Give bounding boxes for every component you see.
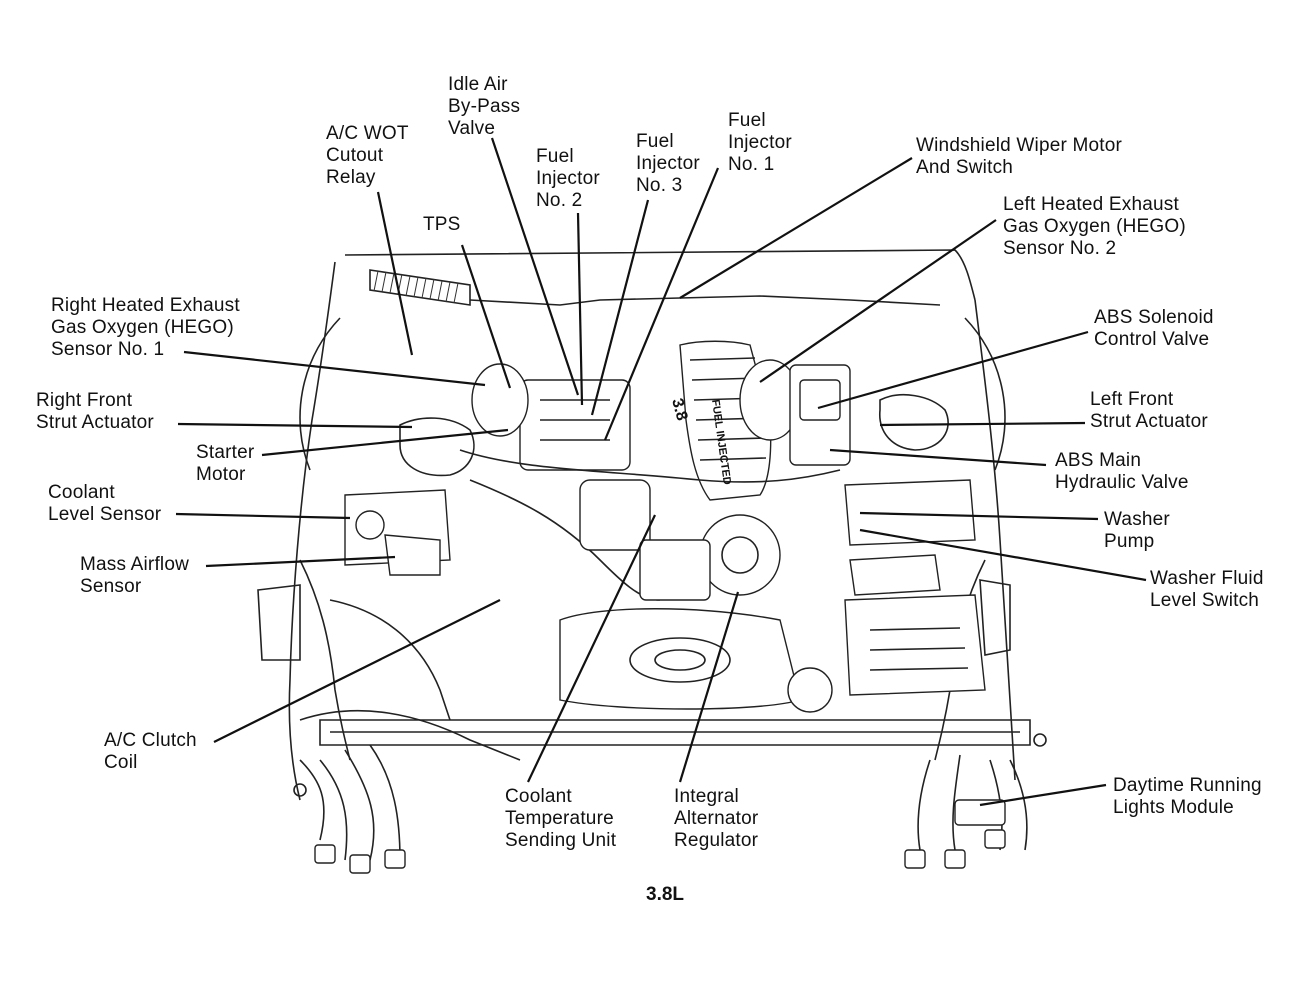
leader-lines	[175, 137, 1147, 807]
leader-abs-solenoid-control-valve	[817, 330, 1089, 410]
label-abs-solenoid-control-valve: ABS Solenoid Control Valve	[1094, 307, 1214, 350]
cowl-vent-hatching	[369, 269, 941, 306]
label-fuel-injector-2: Fuel Injector No. 2	[536, 146, 600, 211]
engine-block	[459, 340, 841, 713]
leader-abs-main-hydraulic-valve	[829, 448, 1047, 467]
leader-starter-motor	[261, 428, 509, 457]
leader-daytime-running-lights-module	[979, 783, 1107, 807]
label-mass-airflow-sensor: Mass Airflow Sensor	[80, 554, 190, 597]
leader-coolant-temperature-sending-unit	[527, 514, 656, 783]
label-right-hego-sensor-1: Right Heated Exhaust Gas Oxygen (HEGO) S…	[51, 295, 240, 360]
label-daytime-running-lights-module: Daytime Running Lights Module	[1113, 775, 1262, 818]
label-abs-main-hydraulic-valve: ABS Main Hydraulic Valve	[1055, 450, 1189, 493]
label-ac-wot-cutout-relay: A/C WOT Cutout Relay	[326, 123, 409, 188]
leader-ac-wot-cutout-relay	[376, 191, 414, 356]
label-fuel-injector-1: Fuel Injector No. 1	[728, 110, 792, 175]
leader-left-front-strut-actuator	[879, 421, 1086, 427]
engine-cover-displacement: 3.8	[668, 397, 690, 423]
leader-coolant-level-sensor	[175, 512, 351, 520]
leader-idle-air-bypass-valve	[490, 137, 580, 396]
label-coolant-temperature-sending-unit: Coolant Temperature Sending Unit	[505, 786, 617, 851]
label-fuel-injector-3: Fuel Injector No. 3	[636, 131, 700, 196]
label-left-hego-sensor-2: Left Heated Exhaust Gas Oxygen (HEGO) Se…	[1003, 194, 1186, 259]
label-windshield-wiper-motor: Windshield Wiper Motor And Switch	[916, 135, 1123, 178]
label-starter-motor: Starter Motor	[196, 442, 255, 485]
driver-side-components	[789, 364, 986, 696]
leader-tps	[460, 244, 512, 389]
wiring-harnesses	[293, 733, 1047, 874]
engine-caption: 3.8L	[646, 884, 685, 905]
leader-fuel-injector-3	[590, 199, 650, 416]
leader-fuel-injector-1	[603, 167, 720, 441]
label-coolant-level-sensor: Coolant Level Sensor	[48, 482, 162, 525]
leader-washer-fluid-level-switch	[859, 528, 1147, 582]
label-right-front-strut-actuator: Right Front Strut Actuator	[36, 390, 154, 433]
leader-right-hego-sensor-1	[183, 350, 486, 387]
label-washer-fluid-level-switch: Washer Fluid Level Switch	[1150, 568, 1264, 611]
passenger-side-components	[299, 417, 521, 761]
label-left-front-strut-actuator: Left Front Strut Actuator	[1090, 389, 1208, 432]
leader-integral-alternator-regulator	[678, 591, 740, 783]
front-crossmember	[319, 719, 1031, 746]
leader-washer-pump	[859, 511, 1099, 521]
leader-windshield-wiper-motor	[679, 157, 913, 299]
label-washer-pump: Washer Pump	[1104, 509, 1170, 552]
leader-mass-airflow-sensor	[205, 555, 396, 568]
leader-left-hego-sensor-2	[759, 219, 997, 383]
label-idle-air-bypass-valve: Idle Air By-Pass Valve	[448, 74, 521, 139]
leader-right-front-strut-actuator	[177, 422, 413, 429]
label-ac-clutch-coil: A/C Clutch Coil	[104, 730, 197, 773]
label-integral-alternator-regulator: Integral Alternator Regulator	[674, 786, 759, 851]
label-tps: TPS	[423, 214, 461, 235]
leader-ac-clutch-coil	[213, 599, 501, 743]
leader-fuel-injector-2	[576, 212, 584, 406]
